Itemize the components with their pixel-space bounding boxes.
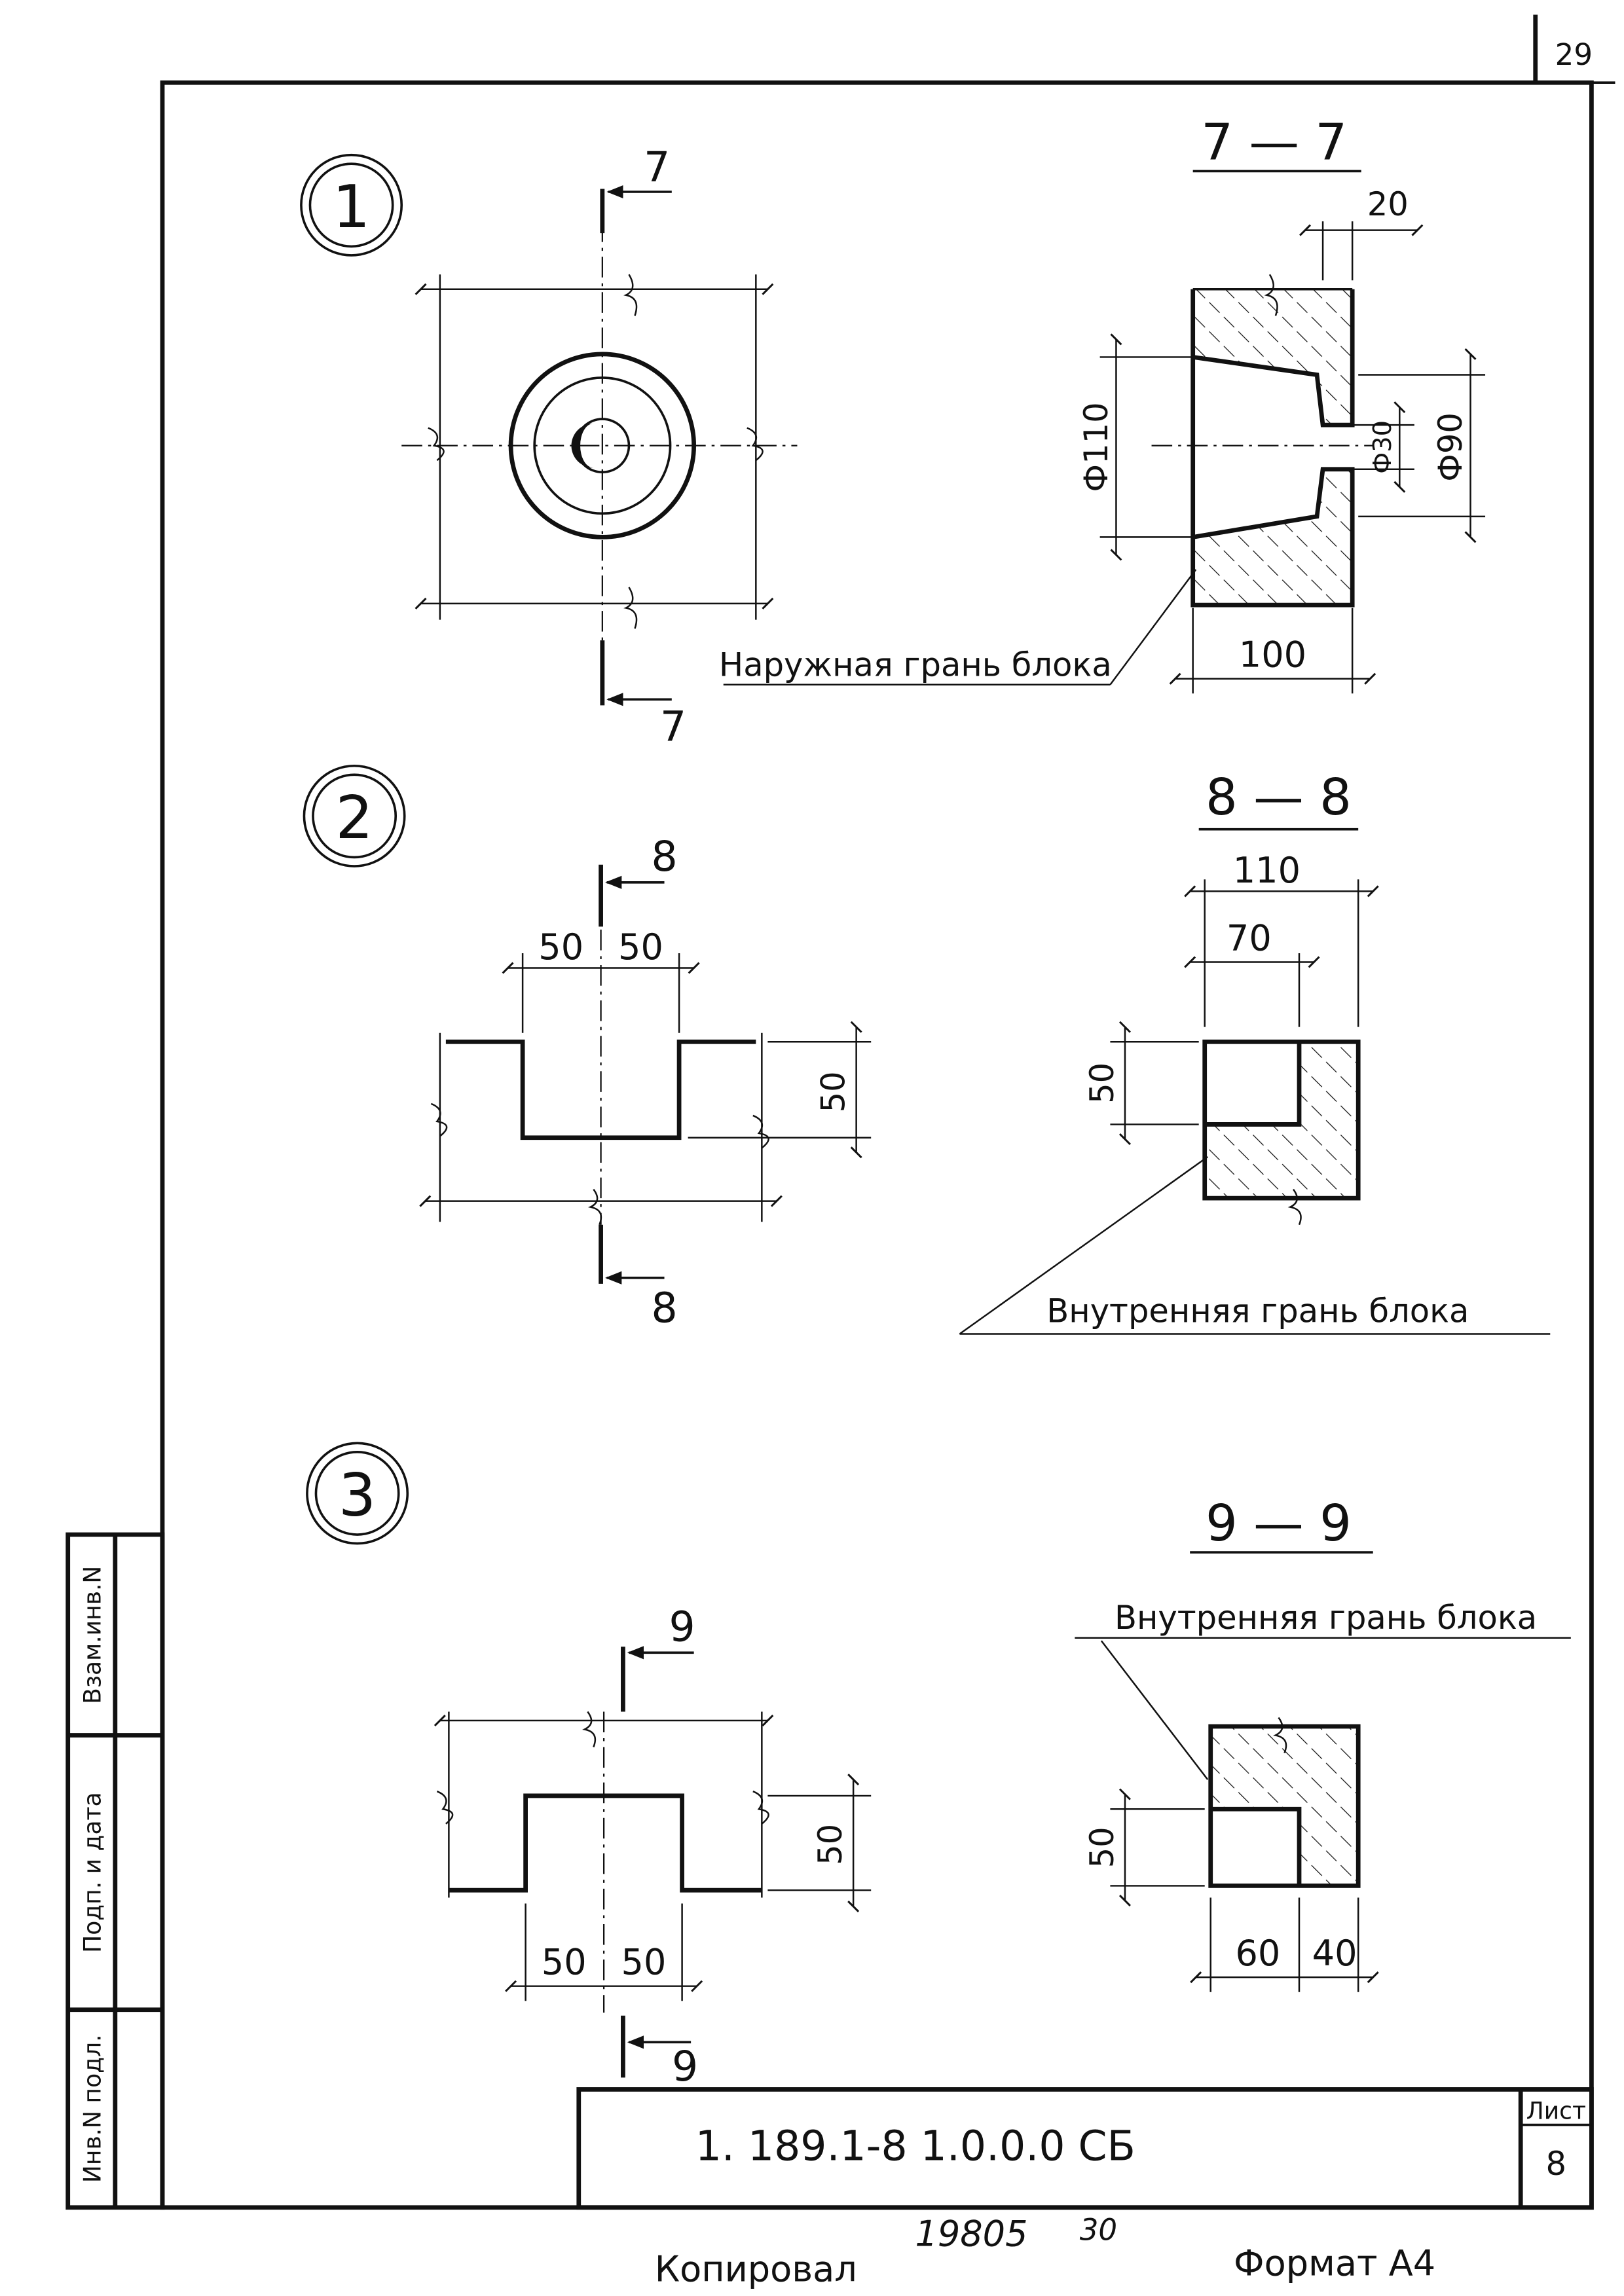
callout-inner-face-2: Внутренняя грань блока bbox=[1046, 1292, 1469, 1330]
footer: Копировал 19805 30 Формат А4 bbox=[655, 2212, 1435, 2289]
dim-9-section-b: 40 bbox=[1312, 1933, 1357, 1974]
sheet-value: 8 bbox=[1546, 2145, 1567, 2183]
dim-7-width: 100 bbox=[1239, 634, 1306, 676]
stamp-original-inventory: Инв.N подл. bbox=[79, 2034, 106, 2183]
order-suffix: 30 bbox=[1080, 2212, 1117, 2247]
detail-3: 3 9 9 50 50 50 9 — 9 Внутренняя грань бл… bbox=[306, 1442, 1571, 2090]
detail-2: 2 8 8 50 50 50 8 — 8 bbox=[303, 764, 1551, 1335]
section-9-title: 9 — 9 bbox=[1206, 1495, 1352, 1553]
drawing-code: 1. 189.1-8 1.0.0.0 СБ bbox=[695, 2122, 1135, 2170]
dim-7-diameter-mid: Ф90 bbox=[1431, 412, 1469, 482]
order-number: 19805 bbox=[915, 2213, 1027, 2254]
detail-2-marker: 2 bbox=[335, 784, 373, 852]
section-7-title: 7 — 7 bbox=[1201, 113, 1347, 172]
dim-8-height: 50 bbox=[815, 1071, 853, 1112]
dim-7-diameter-outer: Ф110 bbox=[1077, 402, 1115, 492]
detail-1-marker: 1 bbox=[333, 173, 370, 242]
section-7-top-label: 7 bbox=[644, 143, 670, 191]
detail-3-marker: 3 bbox=[339, 1461, 376, 1530]
dim-9-right: 50 bbox=[621, 1942, 667, 1983]
dim-9-left: 50 bbox=[542, 1942, 587, 1983]
dim-9-section-height: 50 bbox=[1083, 1827, 1121, 1868]
stamp-signature-date: Подп. и дата bbox=[79, 1792, 106, 1953]
dim-8-section-inner: 70 bbox=[1227, 917, 1272, 958]
dim-7-diameter-hole: Ф30 bbox=[1368, 420, 1397, 474]
dim-9-height: 50 bbox=[811, 1824, 849, 1865]
section-8-bottom-label: 8 bbox=[651, 1283, 677, 1332]
section-9-bottom-label: 9 bbox=[672, 2042, 698, 2090]
section-8-top-label: 8 bbox=[651, 832, 677, 881]
sheet-number-tab: 29 bbox=[1533, 14, 1615, 84]
callout-outer-face: Наружная грань блока bbox=[719, 646, 1112, 683]
sheet-number: 29 bbox=[1555, 37, 1593, 72]
copied-label: Копировал bbox=[655, 2248, 857, 2289]
dim-9-section-a: 60 bbox=[1235, 1933, 1280, 1974]
drawing-frame bbox=[160, 80, 1594, 2210]
section-7-bottom-label: 7 bbox=[660, 702, 686, 750]
dim-8-section-height: 50 bbox=[1083, 1063, 1121, 1104]
side-stamp: Инв.N подл. Подп. и дата Взам.инв.N bbox=[65, 1532, 165, 2210]
dim-8-right: 50 bbox=[618, 926, 663, 968]
format-label: Формат А4 bbox=[1234, 2242, 1435, 2284]
stamp-replacement-inventory: Взам.инв.N bbox=[79, 1566, 106, 1704]
section-9-top-label: 9 bbox=[669, 1602, 695, 1650]
sheet-label: Лист bbox=[1526, 2098, 1586, 2125]
section-8-title: 8 — 8 bbox=[1206, 769, 1352, 827]
dim-7-top: 20 bbox=[1367, 185, 1409, 223]
callout-inner-face-3: Внутренняя грань блока bbox=[1115, 1599, 1537, 1637]
detail-1: 1 7 7 7 — 7 20 bbox=[300, 113, 1486, 750]
dim-8-left: 50 bbox=[538, 926, 583, 968]
dim-8-section-width: 110 bbox=[1233, 850, 1301, 891]
title-block: 1. 189.1-8 1.0.0.0 СБ Лист 8 bbox=[576, 2087, 1594, 2210]
